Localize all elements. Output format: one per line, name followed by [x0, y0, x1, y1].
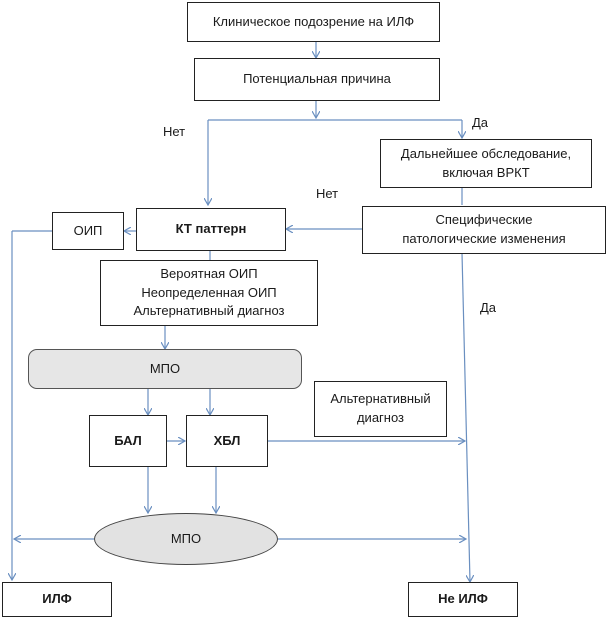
node-alt-line-1: Альтернативный	[330, 391, 431, 407]
node-probable-oip: Вероятная ОИП Неопределенная ОИП Альтерн…	[100, 260, 318, 326]
node-bal: БАЛ	[89, 415, 167, 467]
node-alt-diagnosis: Альтернативный диагноз	[314, 381, 447, 437]
node-hbl: ХБЛ	[186, 415, 268, 467]
edge-label-yes-right: Да	[472, 115, 489, 130]
node-ilf-text: ИЛФ	[42, 591, 72, 607]
node-suspicion: Клиническое подозрение на ИЛФ	[187, 2, 440, 42]
node-probable-line-3: Альтернативный диагноз	[133, 303, 285, 319]
node-cause-text: Потенциальная причина	[243, 71, 391, 87]
edge-label-yes-lower: Да	[480, 300, 497, 315]
node-suspicion-text: Клиническое подозрение на ИЛФ	[212, 13, 415, 29]
node-ilf: ИЛФ	[2, 582, 112, 617]
node-oip-text: ОИП	[73, 222, 103, 238]
node-mpo-top: МПО	[28, 349, 302, 389]
node-specific-line-2: патологические изменения	[402, 231, 566, 246]
node-hbl-text: ХБЛ	[213, 432, 241, 448]
node-kt-pattern: КТ паттерн	[136, 208, 286, 251]
node-probable-line-2: Неопределенная ОИП	[141, 284, 277, 300]
edge-label-no-mid: Нет	[316, 186, 339, 201]
node-further-line-1: Дальнейшее обследование,	[400, 145, 572, 161]
node-further-line-2: включая ВРКТ	[442, 164, 530, 180]
node-specific-changes: Специфические патологические изменения	[362, 206, 606, 254]
node-probable-line-1: Вероятная ОИП	[160, 265, 258, 281]
node-kt-text: КТ паттерн	[175, 221, 247, 237]
node-mpo-top-text: МПО	[149, 360, 181, 376]
node-specific-line-1: Специфические	[435, 212, 533, 228]
node-mpo-bottom-text: МПО	[170, 530, 202, 546]
node-potential-cause: Потенциальная причина	[194, 58, 440, 101]
edge-label-no-left: Нет	[163, 124, 186, 139]
node-not-ilf-text: Не ИЛФ	[438, 591, 488, 607]
node-bal-text: БАЛ	[114, 432, 142, 448]
edge-yes-notilf	[461, 252, 470, 582]
node-not-ilf: Не ИЛФ	[408, 582, 518, 617]
node-mpo-bottom: МПО	[94, 513, 278, 565]
node-alt-line-2: диагноз	[356, 410, 405, 425]
node-oip: ОИП	[52, 212, 124, 250]
node-further-exam: Дальнейшее обследование, включая ВРКТ	[380, 139, 592, 188]
